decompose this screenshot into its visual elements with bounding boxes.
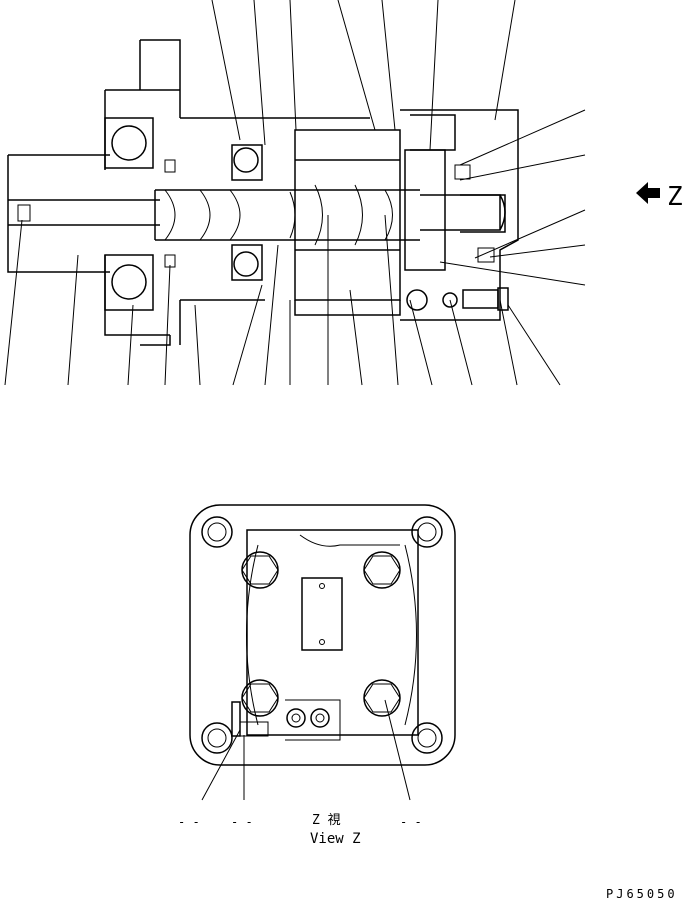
view-caption-english: View Z bbox=[310, 831, 361, 847]
sectional-view bbox=[7, 39, 519, 346]
view-caption: - - - - Z 視 - - View Z bbox=[178, 813, 422, 847]
leader-lines-bottom bbox=[4, 214, 561, 386]
inner-bearing-bottom bbox=[231, 244, 263, 281]
shaft-pin bbox=[17, 204, 31, 222]
bearing-bottom bbox=[104, 254, 154, 311]
bolt-top-left bbox=[241, 551, 279, 589]
bolt-bottom-right bbox=[363, 679, 401, 717]
view-caption-japanese: Z 視 bbox=[312, 813, 341, 828]
name-plate bbox=[301, 577, 343, 651]
relief-ball bbox=[406, 289, 428, 311]
flange-plate bbox=[189, 504, 456, 766]
callout-dash-3: - - bbox=[400, 815, 422, 829]
view-arrow: Z bbox=[636, 182, 683, 212]
view-z bbox=[189, 504, 456, 801]
inner-bearing-top bbox=[231, 144, 263, 181]
left-arrow-icon bbox=[636, 182, 660, 204]
drawing-code: PJ65050 bbox=[606, 887, 678, 900]
bolt-top-right bbox=[363, 551, 401, 589]
callout-dash-1: - - bbox=[178, 815, 200, 829]
bolt-bottom-left bbox=[241, 679, 279, 717]
leader-lines-top bbox=[211, 0, 586, 286]
bearing-top bbox=[104, 117, 154, 169]
callout-dash-2: - - bbox=[231, 815, 253, 829]
view-arrow-label: Z bbox=[667, 182, 683, 212]
